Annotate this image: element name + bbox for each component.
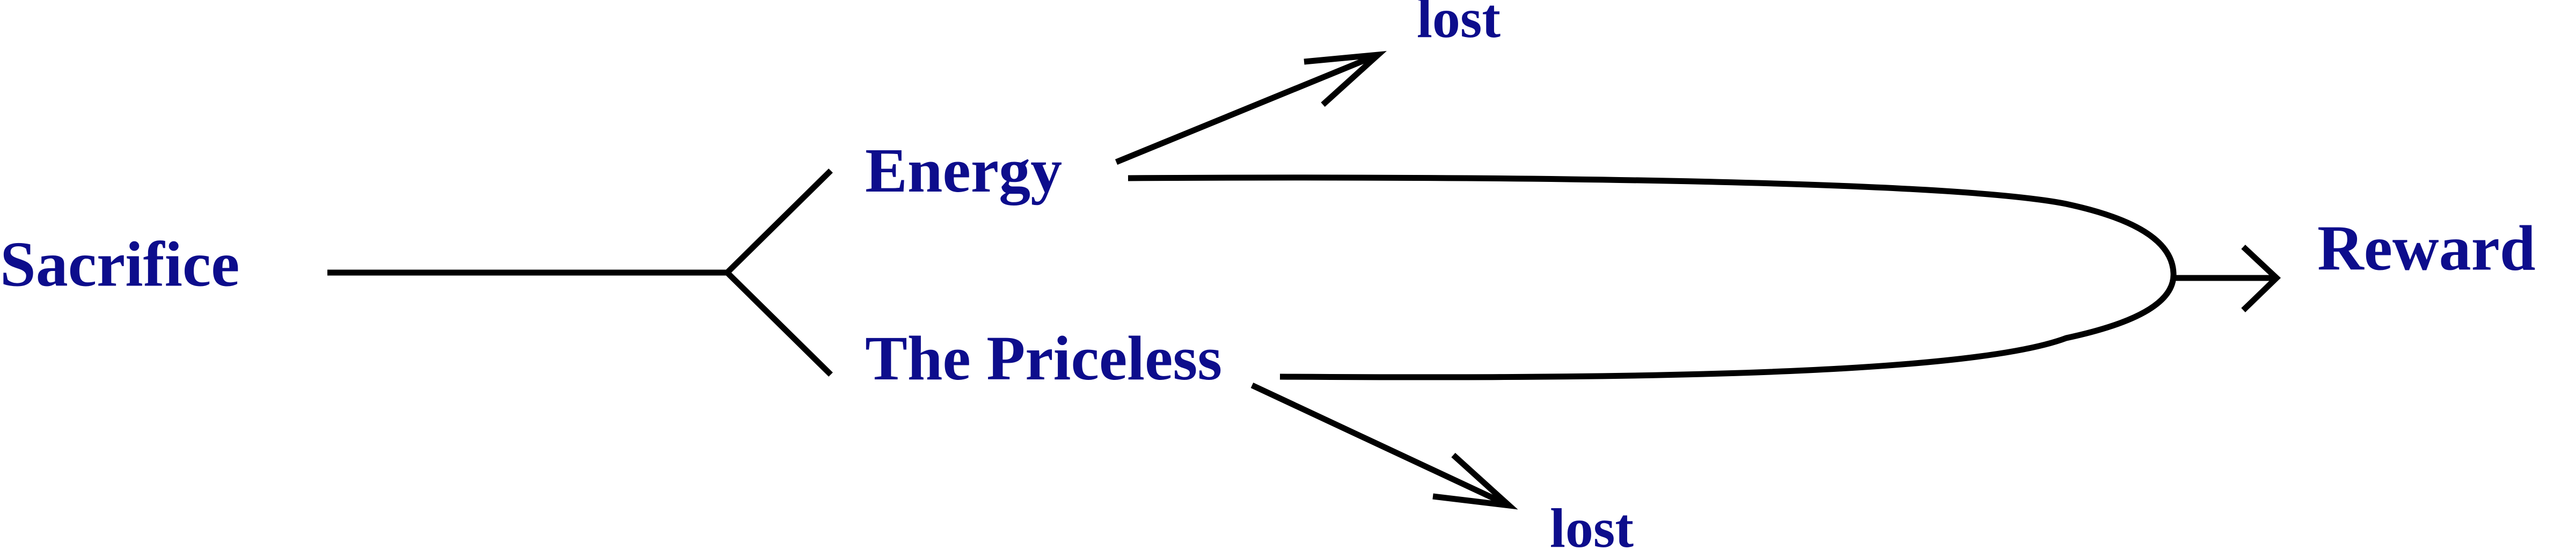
- sacrifice-label: Sacrifice: [0, 229, 239, 300]
- branch-to-energy-line: [725, 168, 833, 275]
- energy-lost-arrowhead: [1304, 50, 1387, 107]
- energy-priceless-curve: [1128, 174, 2177, 380]
- priceless-lost-arrowhead: [1432, 452, 1518, 510]
- branch-to-priceless-line: [725, 270, 833, 377]
- lost-bottom-label: lost: [1550, 497, 1634, 557]
- priceless-label: The Priceless: [865, 323, 1222, 393]
- priceless-to-lost-arrow: [1250, 383, 1511, 508]
- reward-label: Reward: [2317, 212, 2536, 284]
- lost-top-label: lost: [1417, 0, 1501, 49]
- reward-arrowhead: [2241, 244, 2281, 312]
- energy-label: Energy: [865, 135, 1062, 206]
- energy-to-lost-arrow: [1115, 52, 1380, 165]
